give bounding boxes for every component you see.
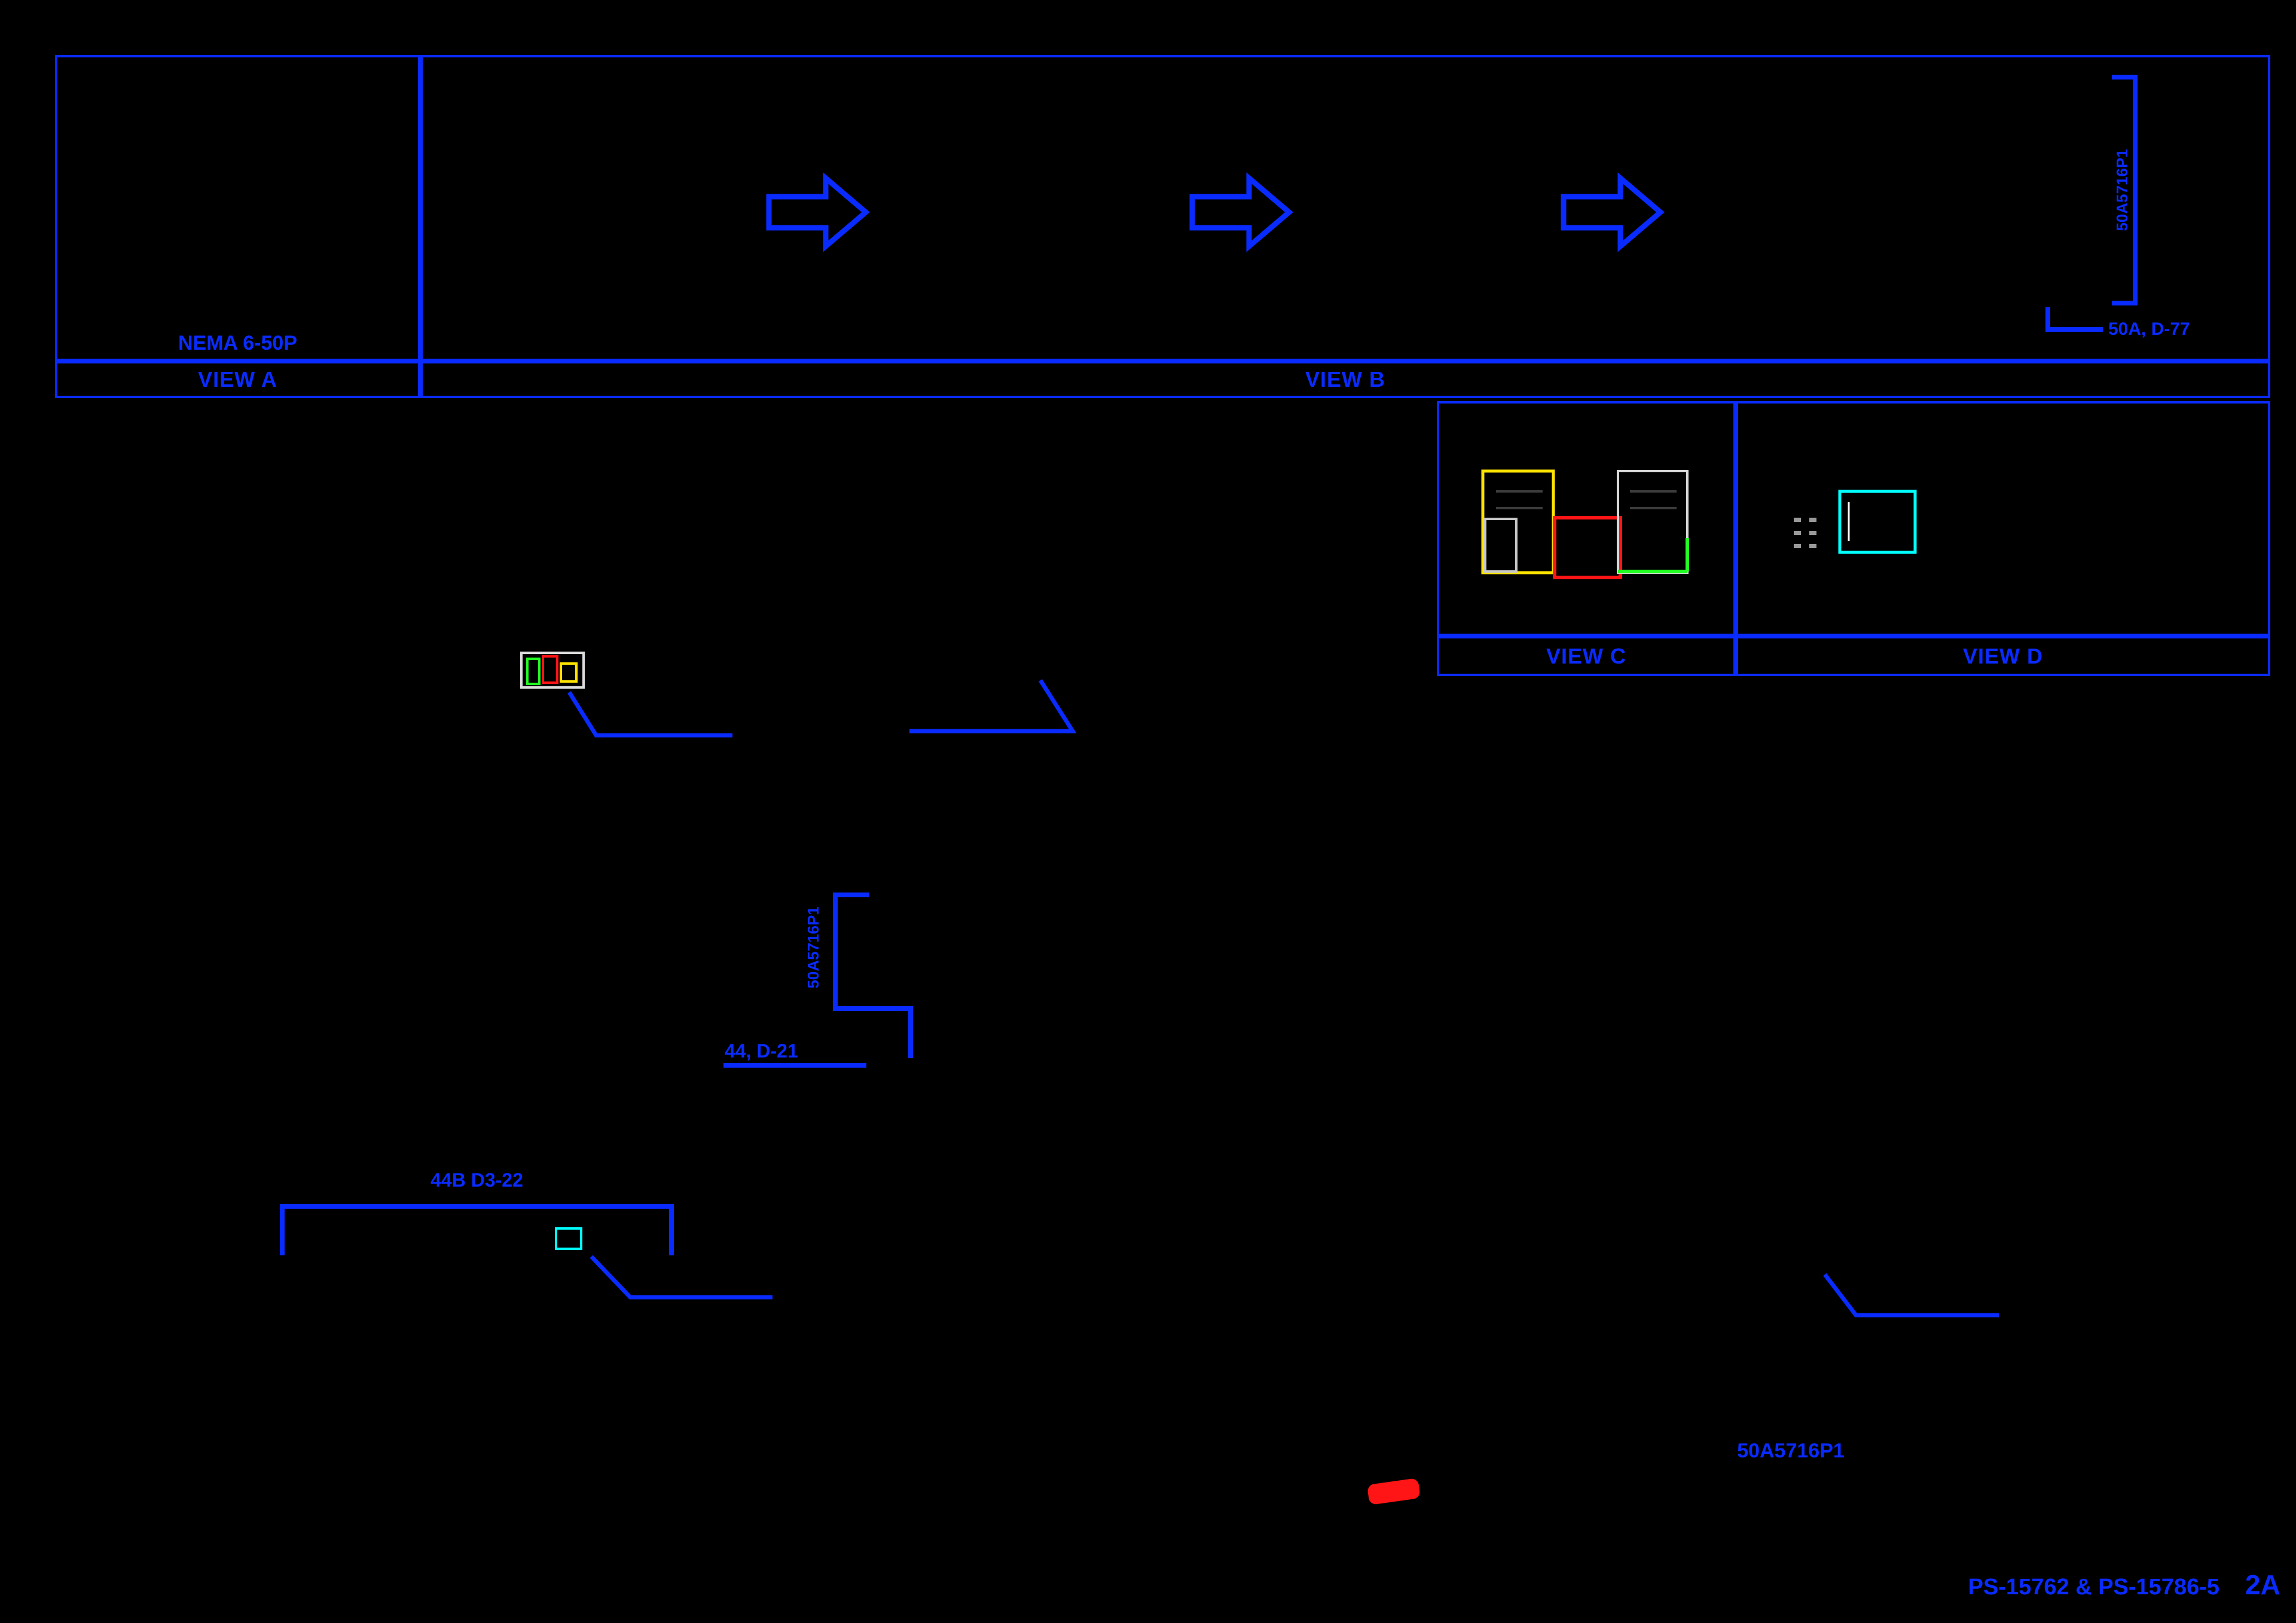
mid-callout-label: 44, D-21: [725, 1040, 798, 1062]
view-a-title-bar: VIEW A: [55, 361, 420, 398]
detail-view-frame: VIEW C VIEW D: [1437, 401, 2270, 676]
view-c-title-bar: VIEW C: [1437, 636, 1736, 676]
footer-document-label: PS-15762 & PS-15786-5: [1968, 1575, 2219, 1600]
view-b-title: VIEW B: [1305, 367, 1385, 392]
view-c-title: VIEW C: [1546, 643, 1626, 668]
part-number-label: 50A5716P1: [1737, 1439, 1845, 1462]
mini-connector-icon: [520, 652, 585, 689]
view-a-panel: NEMA 6-50P: [55, 55, 420, 361]
view-d-title: VIEW D: [1962, 643, 2043, 668]
view-a-caption: NEMA 6-50P: [178, 332, 298, 354]
span-dimension-label: 44B D3-22: [430, 1169, 523, 1191]
view-c-panel: [1437, 401, 1736, 636]
span-dimension-bracket: [280, 1204, 674, 1255]
leader-line: [567, 679, 1999, 1318]
view-b-vertical-callout: 50A5716P1: [2113, 149, 2131, 231]
top-view-frame: NEMA 6-50P VIEW A VIEW B: [55, 55, 2270, 398]
view-d-title-bar: VIEW D: [1736, 636, 2270, 676]
red-part-marker: [1367, 1478, 1420, 1505]
view-d-panel: [1736, 401, 2270, 636]
view-a-title: VIEW A: [198, 367, 277, 392]
cyan-connector-marker: [555, 1227, 582, 1250]
view-b-callout-label: 50A, D-77: [2108, 319, 2190, 339]
footer-sheet-label: 2A: [2245, 1569, 2280, 1600]
view-b-title-bar: VIEW B: [420, 361, 2270, 398]
mid-vertical-callout: 50A5716P1: [804, 906, 822, 989]
view-b-panel: [420, 55, 2270, 361]
